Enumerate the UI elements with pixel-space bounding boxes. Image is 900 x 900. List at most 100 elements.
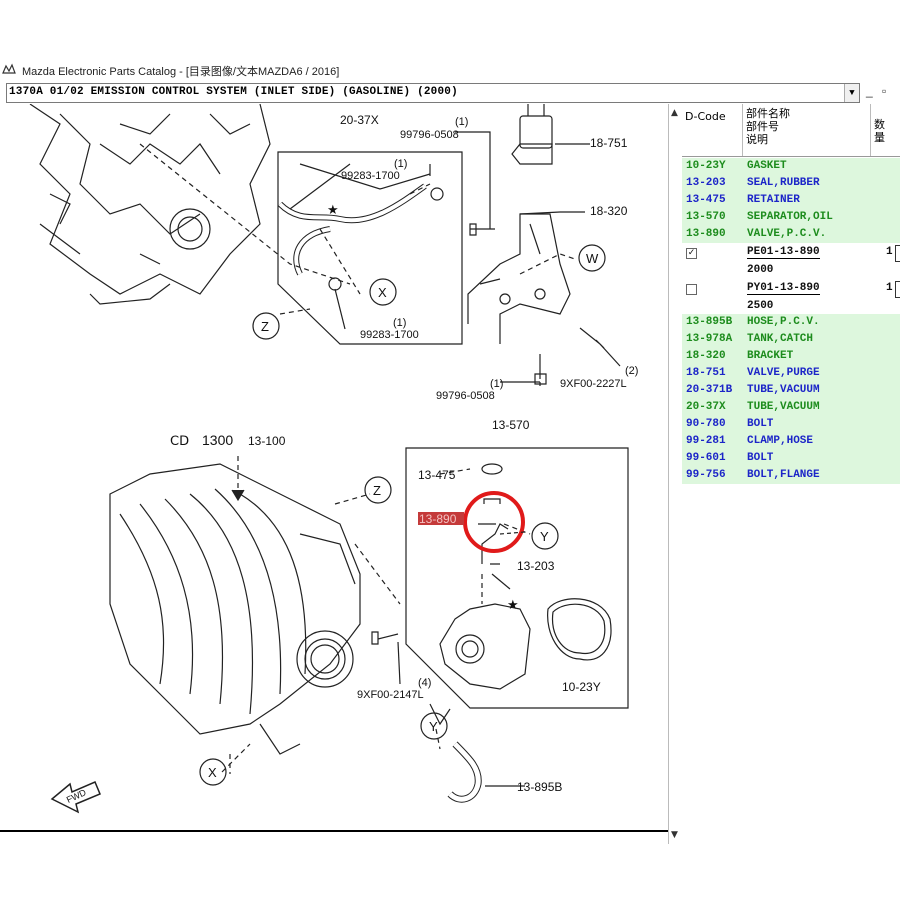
sub-item-year: 2000: [747, 264, 774, 276]
restore-button[interactable]: ▫: [882, 84, 887, 98]
scroll-down-icon[interactable]: ▼: [671, 830, 678, 840]
parts-diagram[interactable]: 20-37X 99796-0508 18-751 18-320 (1) 9928…: [0, 104, 668, 844]
sub-item[interactable]: ✓ PE01-13-890 1 2000: [682, 244, 900, 280]
x-leader-bottom: [221, 743, 251, 774]
oil-separator-box: [405, 447, 629, 726]
sub-item-checkbox[interactable]: ✓: [686, 248, 697, 259]
callout-z-lower[interactable]: [364, 476, 392, 504]
callout-y-lower-text: Y: [429, 719, 438, 734]
label-bolt-2147[interactable]: 9XF00-2147L: [357, 689, 424, 701]
sub-item-part-no[interactable]: PY01-13-890: [747, 282, 820, 295]
header-name[interactable]: 部件名称 部件号 说明: [742, 104, 871, 156]
minimize-button[interactable]: _: [866, 84, 873, 98]
sub-item-select-box[interactable]: [895, 281, 900, 298]
parts-list-header: D-Code 部件名称 部件号 说明 数量: [682, 104, 900, 157]
window-titlebar: Mazda Electronic Parts Catalog - [目录图像/文…: [0, 60, 900, 80]
label-seal[interactable]: 13-203: [517, 559, 555, 573]
callout-z-left[interactable]: [252, 312, 280, 340]
section-select-value: 1370A 01/02 EMISSION CONTROL SYSTEM (INL…: [9, 86, 458, 98]
label-bolt-99796-bottom[interactable]: 99796-0508: [436, 390, 495, 402]
sub-item[interactable]: PY01-13-890 1 2500: [682, 280, 900, 316]
label-manifold[interactable]: 1300: [202, 432, 233, 448]
scroll-up-icon[interactable]: ▲: [671, 108, 678, 118]
label-tube-vacuum[interactable]: 20-37X: [340, 113, 379, 127]
chevron-down-icon[interactable]: ▼: [844, 84, 859, 102]
seal-leader: [490, 563, 511, 590]
bolt-2147-leader: [397, 641, 401, 685]
label-bolt-2147-qty: (4): [418, 677, 431, 689]
callout-w[interactable]: [578, 244, 606, 272]
callout-y-lower[interactable]: [420, 712, 448, 740]
label-bolt-99796-top[interactable]: 99796-0508: [400, 129, 459, 141]
callout-y-upper[interactable]: [531, 522, 559, 550]
sub-item-qty: 1: [886, 246, 893, 258]
header-dcode[interactable]: D-Code: [682, 104, 743, 156]
sub-item-part-no[interactable]: PE01-13-890: [747, 246, 820, 259]
label-hosed-prefix: ⅭⅮ: [170, 433, 189, 448]
label-clamp-top[interactable]: 99283-1700: [341, 170, 400, 182]
label-bolt-9xf[interactable]: 9XF00-2227L: [560, 378, 627, 390]
sub-item-qty: 1: [886, 282, 893, 294]
label-separator[interactable]: 13-570: [492, 418, 530, 432]
label-bolt-qty-top: (1): [455, 116, 468, 128]
section-select[interactable]: 1370A 01/02 EMISSION CONTROL SYSTEM (INL…: [6, 83, 860, 103]
bolt-2147-drawing: [371, 631, 399, 645]
purge-valve-drawing: [467, 104, 571, 344]
label-bracket[interactable]: 18-320: [590, 204, 628, 218]
label-manifold-code[interactable]: 13-100: [248, 434, 286, 448]
callout-x-lower-text: X: [208, 765, 217, 780]
callout-x-lower[interactable]: [199, 758, 227, 786]
label-gasket[interactable]: 10-23Y: [562, 680, 601, 694]
diagram-horizontal-scrollbar[interactable]: [0, 830, 668, 836]
header-qty[interactable]: 数量: [874, 118, 885, 144]
highlight-circle: [463, 491, 525, 553]
sub-item-select-box[interactable]: [895, 245, 900, 262]
callout-w-text: W: [586, 251, 599, 266]
callout-x-top[interactable]: [369, 278, 397, 306]
callout-y-upper-text: Y: [540, 529, 549, 544]
label-pcv-valve[interactable]: 13-890: [419, 512, 457, 526]
label-bolt-qty-bottom: (1): [490, 378, 503, 390]
sub-item-checkbox[interactable]: [686, 284, 697, 295]
label-retainer[interactable]: 13-475: [418, 468, 456, 482]
pcv-label-highlight: [418, 512, 464, 525]
callout-x-top-text: X: [378, 285, 387, 300]
star-icon-lower: ★: [507, 597, 519, 612]
separator-leaders: [439, 468, 531, 604]
app-icon: [2, 63, 16, 74]
intake-manifold-drawing: [109, 463, 361, 755]
diagram-vertical-scrollbar[interactable]: ▲ ▼: [668, 104, 683, 844]
y-leader-bottom: [435, 728, 441, 750]
label-fwd: FWD: [65, 787, 88, 805]
label-clamp-qty-bottom: (1): [393, 317, 406, 329]
label-hose[interactable]: 13-895B: [517, 780, 562, 794]
engine-block-drawing: [29, 104, 271, 305]
label-bolt-9xf-qty: (2): [625, 365, 638, 377]
callout-z-lower-text: Z: [373, 483, 381, 498]
label-valve-purge[interactable]: 18-751: [590, 136, 628, 150]
window-title: Mazda Electronic Parts Catalog - [目录图像/文…: [22, 66, 340, 78]
z-leader: [334, 493, 401, 605]
label-clamp-bottom[interactable]: 99283-1700: [360, 329, 419, 341]
fwd-arrow-icon: [50, 781, 101, 814]
label-clamp-qty-top: (1): [394, 158, 407, 170]
leader-lines: [139, 131, 621, 386]
sub-item-year: 2500: [747, 300, 774, 312]
tube-vacuum-box: [277, 151, 463, 345]
